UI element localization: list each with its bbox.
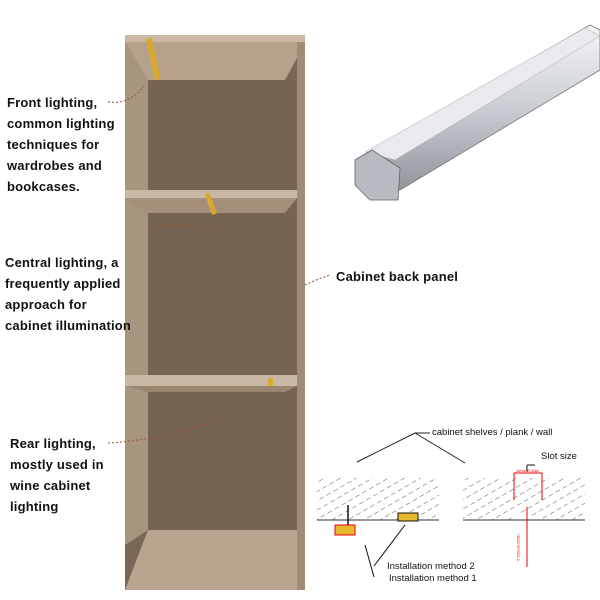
slot-size-label: Slot size [541,451,577,462]
rear-lighting-label: Rear lighting, mostly used in wine cabin… [10,436,104,514]
front-lighting-label: Front lighting, common lighting techniqu… [7,95,115,194]
front-led-strip [145,37,161,81]
rear-led-strip [268,378,273,386]
cabinet [125,35,305,590]
surface-label: cabinet shelves / plank / wall [432,427,553,438]
plank-section-left [317,478,439,520]
slot-depth-dimension: 6.5mm/0.256in [515,534,521,561]
recessed-profile [397,512,419,522]
installation-method-1-label: Installation method 1 [389,573,477,584]
installation-method-2-label: Installation method 2 [387,561,475,572]
callout-arrows [107,84,331,444]
slot-width-dimension: 16mm/0.64in [516,468,540,473]
central-lighting-label: Central lighting, a frequently applied a… [5,255,132,333]
slot-cutout [514,513,532,521]
surface-mounted-profile [334,524,356,536]
cabinet-back-panel-label: Cabinet back panel [336,269,459,284]
installation-diagram [317,432,585,578]
led-profile-image [354,24,600,201]
central-led-strip [204,192,217,215]
